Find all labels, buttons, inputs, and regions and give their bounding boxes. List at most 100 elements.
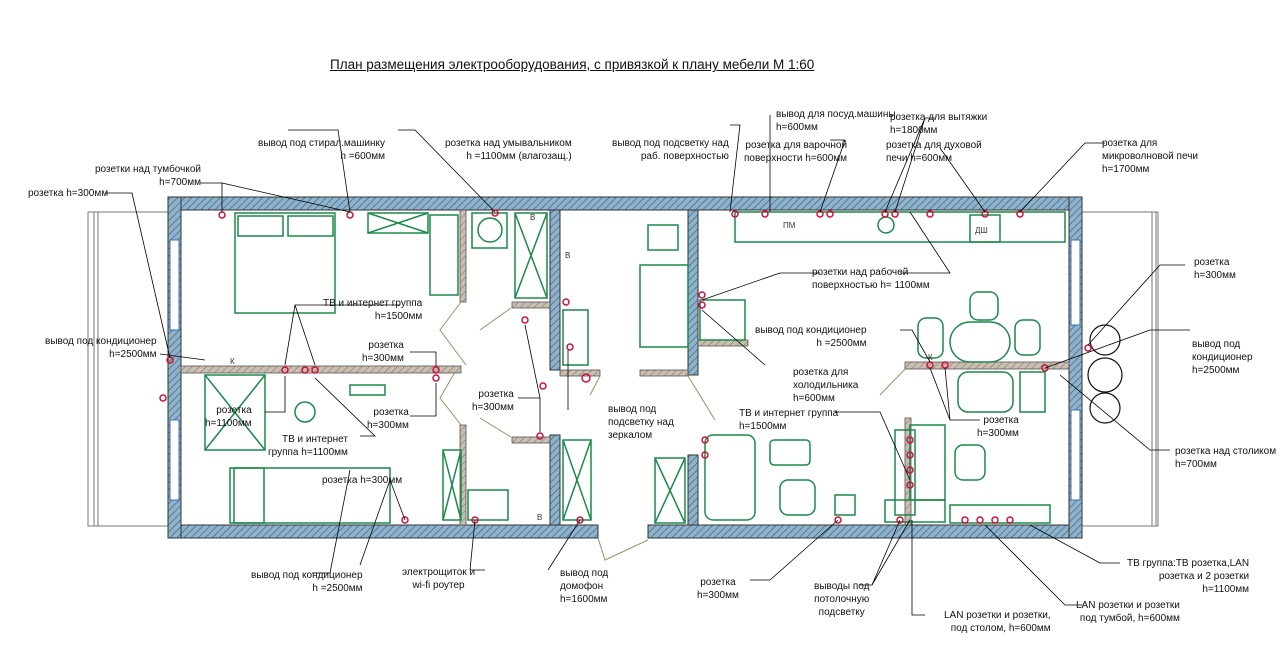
label-line: под столом, h=600мм xyxy=(950,623,1051,634)
label-line: h=1600мм xyxy=(560,594,608,605)
label-line: кондиционер xyxy=(1192,352,1253,363)
label-hob: розетка для варочной поверхности h=600мм xyxy=(744,139,847,165)
label-line: h=700мм xyxy=(159,177,201,188)
label-line: раб. поверхностью xyxy=(640,151,729,162)
label-line: h=700мм xyxy=(1175,459,1217,470)
label-line: розетка для xyxy=(1102,138,1158,149)
label-line: h=300мм xyxy=(1194,270,1236,281)
label-sink-outlet: розетка над умывальником h =1100мм (влаго… xyxy=(445,137,572,163)
label-line: розетка над умывальником xyxy=(445,138,572,149)
outlet-markers xyxy=(159,209,1092,524)
label-line: h=300мм xyxy=(362,353,404,364)
label-line: h=1800мм xyxy=(890,125,938,136)
label-line: розетка xyxy=(700,577,736,588)
doors xyxy=(439,301,906,561)
label-line: h=600мм xyxy=(776,122,818,133)
label-line: розетка h=300мм xyxy=(322,475,403,486)
label-fridge: розетка для холодильника h=600мм xyxy=(793,366,858,405)
label-line: розетка xyxy=(478,389,514,400)
windows xyxy=(169,239,1081,501)
label-line: розетки над рабочей xyxy=(812,267,909,278)
label-line: розетка для xyxy=(793,367,849,378)
label-lan-desk: LAN розетки и розетки, под столом, h=600м… xyxy=(944,609,1051,635)
tag-dishwasher: ДШ xyxy=(975,226,988,235)
plan-tags: В В В ПМ ДШ К К xyxy=(230,213,988,522)
label-worktop-outlets: розетки над рабочей поверхностью h= 1100м… xyxy=(812,266,930,292)
label-line: h=300мм xyxy=(367,420,409,431)
label-line: розетка xyxy=(1194,257,1230,268)
label-outlet-balcony: розетка h=300мм xyxy=(1194,256,1236,282)
label-line: розетка h=300мм xyxy=(28,188,109,199)
label-line: подсветку xyxy=(818,607,865,618)
tag-k2: К xyxy=(928,353,933,362)
label-line: поверхностью h= 1100мм xyxy=(812,280,930,291)
label-line: h=2500мм xyxy=(109,349,157,360)
label-line: h=300мм xyxy=(697,590,739,601)
label-line: ТВ группа:ТВ розетка,LAN xyxy=(1127,558,1250,569)
label-ac-left: вывод под кондиционер h=2500мм xyxy=(45,335,157,361)
label-line: под тумбой, h=600мм xyxy=(1079,613,1180,624)
label-line: h=300мм xyxy=(977,428,1019,439)
label-line: потолочную xyxy=(814,594,870,605)
label-line: h =1100мм (влагозащ.) xyxy=(466,151,572,162)
label-line: подсветку над xyxy=(608,417,674,428)
label-line: группа h=1100мм xyxy=(268,447,348,458)
label-outlet-bedroom-a: розетка h=300мм xyxy=(362,339,404,365)
label-line: ТВ и интернет xyxy=(281,434,348,445)
label-line: h =2500мм xyxy=(816,338,867,349)
label-line: вывод для посуд.машины xyxy=(776,109,896,120)
label-line: h=1100мм xyxy=(1202,584,1250,595)
label-line: h =2500мм xyxy=(312,583,363,594)
right-balcony-chairs xyxy=(1087,324,1123,424)
balcony-left xyxy=(87,211,169,527)
label-line: вывод под стирал.машинку xyxy=(258,138,385,149)
label-line: h=600мм xyxy=(793,393,835,404)
label-outlet-300-b: розетка h=300мм xyxy=(322,474,402,487)
label-line: h=1500мм xyxy=(739,421,787,432)
label-tv-group-1100: ТВ и интернет группа h=1100мм xyxy=(268,433,348,459)
label-outlet-300: розетка h=300мм xyxy=(28,187,108,200)
tag-pm: ПМ xyxy=(783,221,796,230)
label-line: холодильника xyxy=(793,380,859,391)
tag-v3: В xyxy=(537,513,542,522)
label-line: ТВ и интернет группа xyxy=(323,298,423,309)
label-line: вывод под подсветку над xyxy=(612,138,729,149)
label-line: вывод под кондиционер xyxy=(755,325,867,336)
label-line: зеркалом xyxy=(608,430,653,441)
label-line: розетка xyxy=(373,407,409,418)
label-tv-group-full: ТВ группа:ТВ розетка,LAN розетка и 2 розе… xyxy=(1127,557,1249,596)
label-worktop-lighting: вывод под подсветку над раб. поверхностью xyxy=(612,137,729,163)
label-line: вывод под xyxy=(560,568,609,579)
label-bedside-outlets: розетки над тумбочкой h=700мм xyxy=(95,163,201,189)
label-line: LAN розетки и розетки, xyxy=(944,610,1051,621)
label-line: электрощиток и xyxy=(402,567,476,578)
label-line: h=1500мм xyxy=(374,311,423,322)
tag-v1: В xyxy=(530,213,535,222)
label-line: h=1100мм xyxy=(205,418,252,429)
label-table-outlet: розетка над столиком h=700мм xyxy=(1175,445,1276,471)
label-line: розетка и 2 розетки xyxy=(1158,571,1250,582)
label-line: вывод под кондиционер xyxy=(45,336,157,347)
label-line: розетки над тумбочкой xyxy=(95,164,201,175)
label-line: вывод под xyxy=(1192,339,1241,350)
label-line: розетка над столиком xyxy=(1175,446,1277,457)
balcony-right xyxy=(1081,211,1159,527)
label-line: розетка xyxy=(368,340,404,351)
label-dishwasher: вывод для посуд.машины h=600мм xyxy=(776,108,896,134)
label-line: розетка для варочной xyxy=(745,140,848,151)
label-line: печи h=600мм xyxy=(886,153,953,164)
leader-lines xyxy=(105,115,1190,616)
label-outlet-living: розетка h=300мм xyxy=(697,576,739,602)
label-line: поверхности h=600мм xyxy=(744,153,848,164)
tag-v2: В xyxy=(565,251,570,260)
